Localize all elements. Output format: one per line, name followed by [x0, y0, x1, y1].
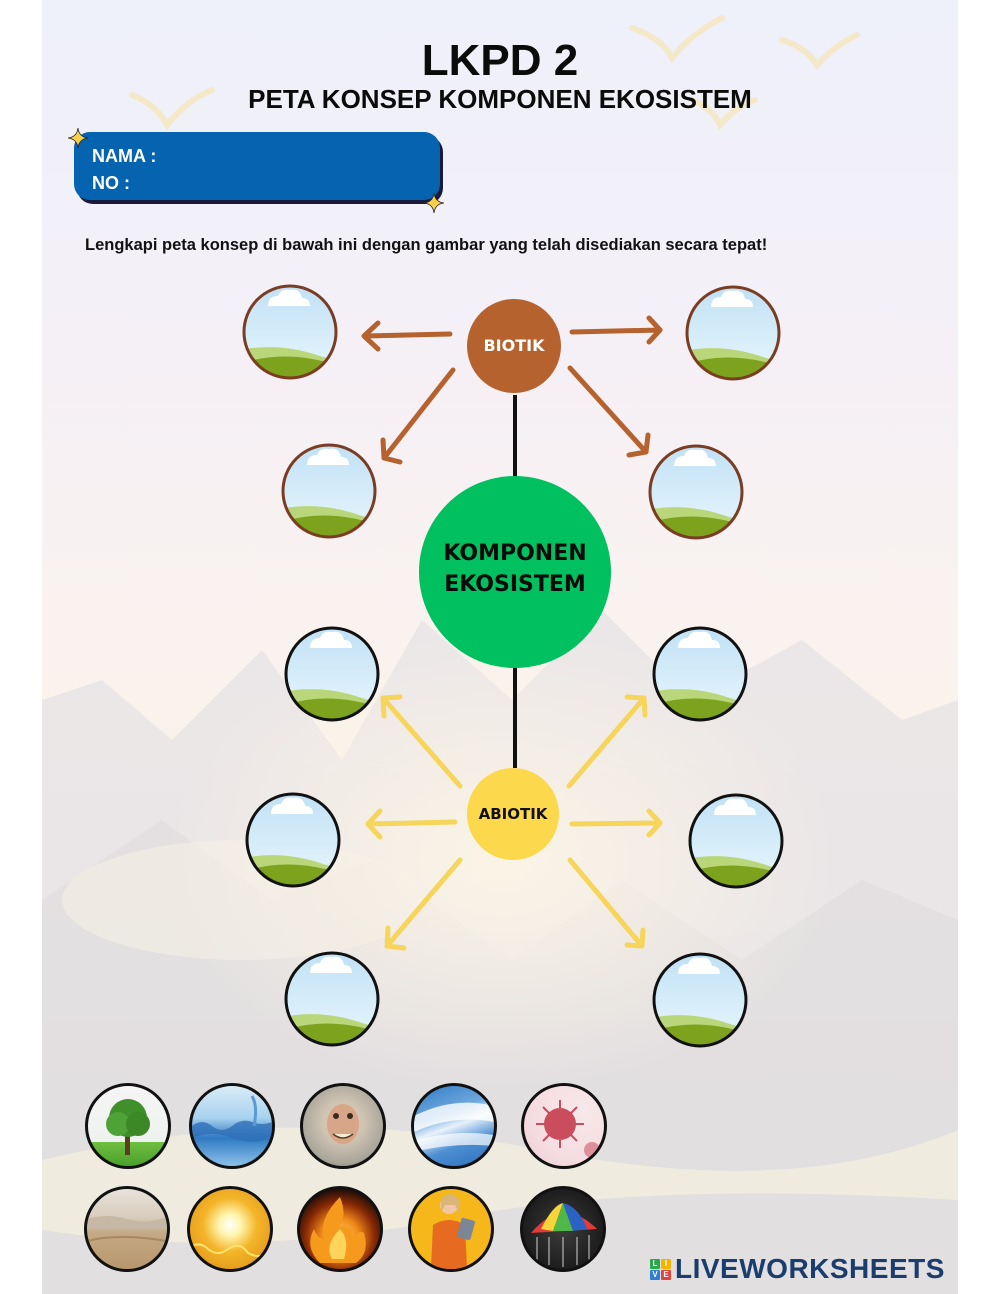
answer-fire[interactable]: [297, 1186, 383, 1272]
biotic-drop-slot[interactable]: [646, 442, 746, 542]
arrow-icon: [569, 315, 663, 345]
biotic-drop-slot[interactable]: [683, 283, 783, 383]
student-identity-box: NAMA : NO :: [74, 132, 440, 200]
abiotic-arrows: [365, 694, 663, 951]
biotic-drop-slot[interactable]: [279, 441, 379, 541]
virus-image: [536, 1100, 600, 1158]
abiotic-drop-slot[interactable]: [282, 949, 382, 1049]
tree-image: [106, 1099, 150, 1155]
liveworksheets-logo[interactable]: L I V E LIVEWORKSHEETS: [650, 1253, 945, 1284]
monkey-image: [327, 1104, 359, 1144]
arrow-icon: [567, 365, 651, 458]
answer-water[interactable]: [189, 1083, 275, 1169]
landscape-placeholder-icon: [686, 791, 786, 891]
landscape-placeholder-icon: [683, 283, 783, 383]
answer-sun[interactable]: [187, 1186, 273, 1272]
arrow-icon: [361, 320, 453, 352]
landscape-placeholder-icon: [650, 950, 750, 1050]
logo-text: LIVEWORKSHEETS: [675, 1253, 945, 1284]
sparkle-icon: [68, 128, 88, 148]
answer-monkey[interactable]: [300, 1083, 386, 1169]
landscape-placeholder-icon: [646, 442, 746, 542]
answer-tree[interactable]: [85, 1083, 171, 1169]
abiotic-drop-slot[interactable]: [282, 624, 382, 724]
landscape-placeholder-icon: [243, 790, 343, 890]
arrow-icon: [569, 808, 663, 838]
name-label: NAMA :: [92, 146, 157, 166]
desert-image: [87, 1216, 167, 1242]
sun-image: [190, 1243, 270, 1257]
arrow-icon: [566, 694, 648, 789]
center-node: KOMPONEN EKOSISTEM: [419, 476, 611, 668]
arrow-icon: [384, 857, 463, 951]
worksheet-subtitle: PETA KONSEP KOMPONEN EKOSISTEM: [248, 84, 752, 114]
answer-virus[interactable]: [521, 1083, 607, 1169]
arrow-icon: [567, 857, 646, 949]
abiotic-drop-slot[interactable]: [650, 624, 750, 724]
center-label-line2: EKOSISTEM: [444, 572, 586, 597]
arrow-icon: [380, 694, 463, 789]
answer-rain[interactable]: [520, 1186, 606, 1272]
biotic-label: BIOTIK: [483, 336, 545, 355]
arrow-icon: [365, 808, 458, 840]
umbrella-rain-image: [531, 1203, 597, 1267]
biotic-arrows: [361, 315, 663, 465]
sky-clouds-image: [414, 1102, 494, 1152]
landscape-placeholder-icon: [240, 282, 340, 382]
worksheet-page: LKPD 2 PETA KONSEP KOMPONEN EKOSISTEM NA…: [42, 0, 958, 1294]
worksheet-title: LKPD 2: [421, 36, 579, 85]
abiotic-drop-slot[interactable]: [686, 791, 786, 891]
abiotic-drop-slot[interactable]: [650, 950, 750, 1050]
number-label: NO :: [92, 173, 130, 193]
bird-icon: [129, 15, 860, 131]
concept-map: KOMPONEN EKOSISTEM BIOTIK ABIOTIK: [42, 0, 958, 1294]
biotic-drop-slot[interactable]: [240, 282, 340, 382]
abiotic-drop-slot[interactable]: [243, 790, 343, 890]
answer-sky-clouds[interactable]: [411, 1083, 497, 1169]
instruction-text: Lengkapi peta konsep di bawah ini dengan…: [85, 235, 768, 254]
fire-image: [310, 1197, 366, 1263]
answer-desert[interactable]: [84, 1186, 170, 1272]
biotic-node: BIOTIK: [467, 299, 561, 393]
landscape-placeholder-icon: [282, 949, 382, 1049]
arrow-icon: [380, 367, 456, 465]
answer-human[interactable]: [408, 1186, 494, 1272]
woman-with-tablet-image: [431, 1194, 475, 1269]
liveworksheets-logo-icon: L I V E: [650, 1258, 671, 1280]
abiotic-node: ABIOTIK: [467, 768, 559, 860]
sparkle-icon: [424, 193, 444, 213]
landscape-placeholder-icon: [282, 624, 382, 724]
landscape-placeholder-icon: [650, 624, 750, 724]
abiotic-label: ABIOTIK: [479, 805, 549, 823]
center-label-line1: KOMPONEN: [443, 541, 586, 566]
landscape-placeholder-icon: [279, 441, 379, 541]
ground-wave: [42, 1127, 958, 1243]
water-splash-image: [192, 1095, 272, 1142]
